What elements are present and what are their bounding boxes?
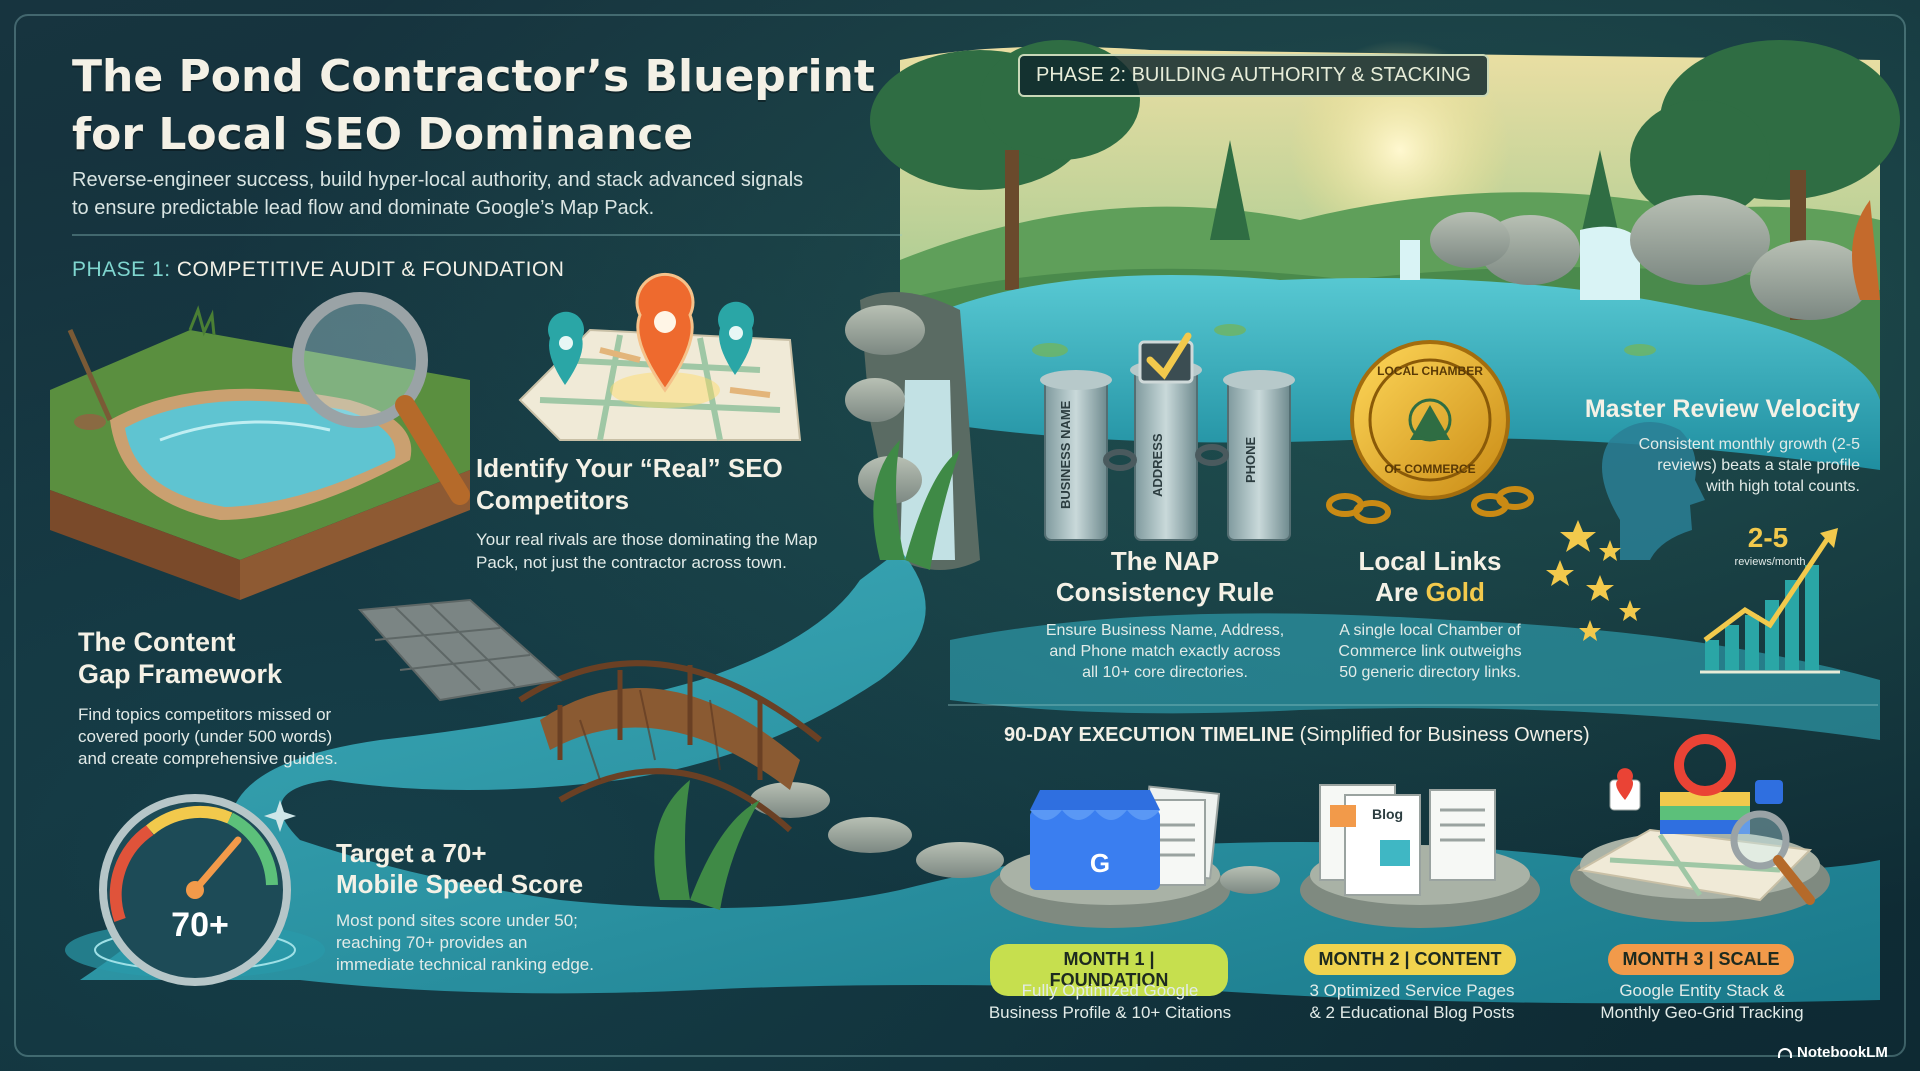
seal-bottom-text: OF COMMERCE [1384, 462, 1476, 476]
reviews-body-line-1: Consistent monthly growth (2-5 [1638, 436, 1860, 453]
nap-body-line-2: and Phone match exactly across [1049, 643, 1281, 660]
content-gap-title: The Content Gap Framework [78, 626, 418, 690]
speed-body-line-2: reaching 70+ provides an [336, 933, 528, 952]
month-1-line-1: Fully Optimized Google [1021, 981, 1199, 1000]
subtitle-line-1: Reverse-engineer success, build hyper-lo… [72, 169, 804, 191]
competitors-title: Identify Your “Real” SEO Competitors [476, 452, 876, 516]
reviews-block: Master Review Velocity Consistent monthl… [1520, 394, 1860, 497]
gauge-value: 70+ [171, 906, 229, 944]
content-gap-body-line-3: and create comprehensive guides. [78, 749, 338, 768]
speed-body: Most pond sites score under 50; reaching… [336, 910, 676, 976]
local-links-body-line-3: 50 generic directory links. [1339, 664, 1521, 681]
notebooklm-logo-icon [1778, 1047, 1792, 1058]
subtitle-line-2: to ensure predictable lead flow and domi… [72, 197, 655, 219]
month-2-pill: MONTH 2 | CONTENT [1304, 944, 1516, 975]
local-links-title-line-2: Are Gold [1315, 577, 1545, 608]
nap-title-line-2: Consistency Rule [1055, 577, 1275, 607]
content-gap-title-line-2: Gap Framework [78, 659, 283, 689]
competitors-block: Identify Your “Real” SEO Competitors You… [476, 452, 876, 574]
phase2-badge: PHASE 2: BUILDING AUTHORITY & STACKING [1018, 54, 1489, 97]
pillar-label-phone: PHONE [1243, 436, 1258, 484]
phase1-label: PHASE 1: COMPETITIVE AUDIT & FOUNDATION [72, 258, 564, 282]
reviews-body-line-3: with high total counts. [1706, 478, 1860, 495]
month-3-line-1: Google Entity Stack & [1619, 981, 1785, 1000]
month-3-pill: MONTH 3 | SCALE [1608, 944, 1794, 975]
speed-body-line-3: immediate technical ranking edge. [336, 955, 594, 974]
competitors-title-line-2: Competitors [476, 485, 630, 515]
phase1-label-prefix: PHASE 1: [72, 258, 171, 281]
seal-top-text: LOCAL CHAMBER [1377, 364, 1483, 378]
title-line-2: for Local SEO Dominance [72, 109, 694, 160]
nap-title-line-1: The NAP [1110, 546, 1220, 576]
page-subtitle: Reverse-engineer success, build hyper-lo… [72, 166, 912, 222]
month-2-line-1: 3 Optimized Service Pages [1309, 981, 1515, 1000]
timeline-divider [948, 704, 1878, 706]
month-1-description: Fully Optimized Google Business Profile … [960, 980, 1260, 1024]
month-2-line-2: & 2 Educational Blog Posts [1309, 1003, 1515, 1022]
content-gap-body-line-1: Find topics competitors missed or [78, 705, 332, 724]
nap-body-line-1: Ensure Business Name, Address, [1045, 622, 1285, 639]
speed-title: Target a 70+ Mobile Speed Score [336, 838, 676, 900]
month-2-description: 3 Optimized Service Pages & 2 Educationa… [1262, 980, 1562, 1024]
page-title: The Pond Contractor’s Blueprint for Loca… [72, 48, 952, 164]
phase1-label-text: COMPETITIVE AUDIT & FOUNDATION [176, 258, 565, 281]
timeline-heading-bold: 90-DAY EXECUTION TIMELINE [1004, 724, 1295, 746]
local-links-title: Local Links Are Gold [1315, 546, 1545, 608]
blog-icon-label: Blog [1372, 806, 1404, 822]
nap-title: The NAP Consistency Rule [1000, 546, 1330, 608]
content-gap-body-line-2: covered poorly (under 500 words) [78, 727, 333, 746]
competitors-body-line-2: Pack, not just the contractor across tow… [476, 553, 787, 572]
reviews-chart-value: 2-5 [1747, 522, 1789, 553]
pillar-label-business-name: BUSINESS NAME [1058, 400, 1073, 510]
timeline-heading-rest: (Simplified for Business Owners) [1294, 724, 1590, 746]
local-links-title-line-1: Local Links [1358, 546, 1502, 576]
month-3-line-2: Monthly Geo-Grid Tracking [1600, 1003, 1804, 1022]
month-1-pill: MONTH 1 | FOUNDATION [990, 944, 1228, 996]
nap-body-line-3: all 10+ core directories. [1082, 664, 1248, 681]
speed-title-line-2: Mobile Speed Score [336, 869, 584, 899]
brand-watermark: NotebookLM [1778, 1044, 1888, 1061]
content-gap-block: The Content Gap Framework Find topics co… [78, 626, 418, 770]
competitors-body: Your real rivals are those dominating th… [476, 528, 876, 574]
local-links-block: Local Links Are Gold A single local Cham… [1315, 546, 1545, 683]
pillar-label-address: ADDRESS [1150, 433, 1165, 497]
local-links-body-line-1: A single local Chamber of [1339, 622, 1521, 639]
title-line-1: The Pond Contractor’s Blueprint [72, 51, 875, 102]
nap-body: Ensure Business Name, Address, and Phone… [1000, 620, 1330, 683]
speed-block: Target a 70+ Mobile Speed Score Most pon… [336, 838, 676, 976]
nap-block: The NAP Consistency Rule Ensure Business… [1000, 546, 1330, 683]
month-1-line-2: Business Profile & 10+ Citations [988, 1003, 1232, 1022]
local-links-title-gold: Gold [1425, 577, 1485, 607]
content-gap-body: Find topics competitors missed or covere… [78, 704, 418, 770]
competitors-title-line-1: Identify Your “Real” SEO [476, 453, 783, 483]
reviews-title: Master Review Velocity [1584, 395, 1860, 423]
speed-body-line-1: Most pond sites score under 50; [336, 911, 578, 930]
reviews-body: Consistent monthly growth (2-5 reviews) … [1520, 434, 1860, 497]
reviews-chart-unit: reviews/month [1734, 556, 1806, 568]
local-links-title-are: Are [1375, 577, 1426, 607]
local-links-body-line-2: Commerce link outweighs [1338, 643, 1522, 660]
content-gap-title-line-1: The Content [78, 627, 236, 657]
timeline-heading: 90-DAY EXECUTION TIMELINE (Simplified fo… [1004, 724, 1590, 747]
brand-name: NotebookLM [1797, 1044, 1888, 1061]
reviews-body-line-2: reviews) beats a stale profile [1657, 457, 1860, 474]
month-3-description: Google Entity Stack & Monthly Geo-Grid T… [1552, 980, 1852, 1024]
speed-title-line-1: Target a 70+ [336, 838, 487, 868]
google-g-icon: G [1089, 848, 1111, 878]
local-links-body: A single local Chamber of Commerce link … [1315, 620, 1545, 683]
competitors-body-line-1: Your real rivals are those dominating th… [476, 530, 818, 549]
header-divider [72, 234, 902, 236]
